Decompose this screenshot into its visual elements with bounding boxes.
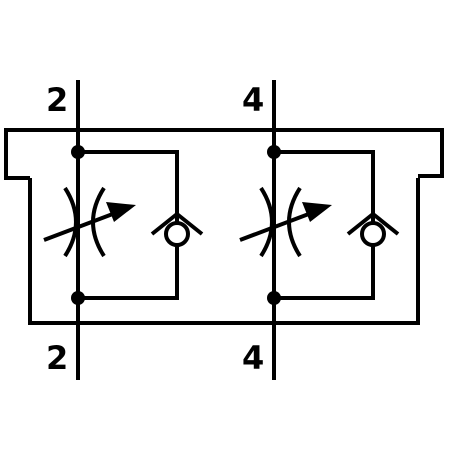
flow-control-valve-right xyxy=(239,80,400,380)
left-mounting-tab xyxy=(4,128,418,180)
check-ball-left-icon xyxy=(164,221,190,247)
junction-dot-bottom-right xyxy=(267,291,281,305)
adjust-arrow-head-right-icon xyxy=(302,202,332,222)
junction-dot-top-right xyxy=(267,145,281,159)
housing-outline xyxy=(28,178,420,325)
check-seat-right-icon xyxy=(346,211,400,236)
adjust-arrow-shaft-left xyxy=(43,210,119,242)
port-label-left-bottom: 2 xyxy=(46,339,69,377)
port-label-left-top: 2 xyxy=(46,81,69,119)
junction-dot-bottom-left xyxy=(71,291,85,305)
adjust-arrow-shaft-right xyxy=(239,210,315,242)
right-mounting-tab xyxy=(418,128,444,178)
junction-dot-top-left xyxy=(71,145,85,159)
throttle-left-arc-icon xyxy=(259,186,274,258)
adjust-arrow-head-left-icon xyxy=(106,202,136,222)
flow-control-valve-left xyxy=(43,80,204,380)
throttle-left-arc-icon xyxy=(63,186,78,258)
port-label-right-top: 4 xyxy=(242,81,265,119)
port-label-right-bottom: 4 xyxy=(242,339,265,377)
check-ball-right-icon xyxy=(360,221,386,247)
check-seat-left-icon xyxy=(150,211,204,236)
